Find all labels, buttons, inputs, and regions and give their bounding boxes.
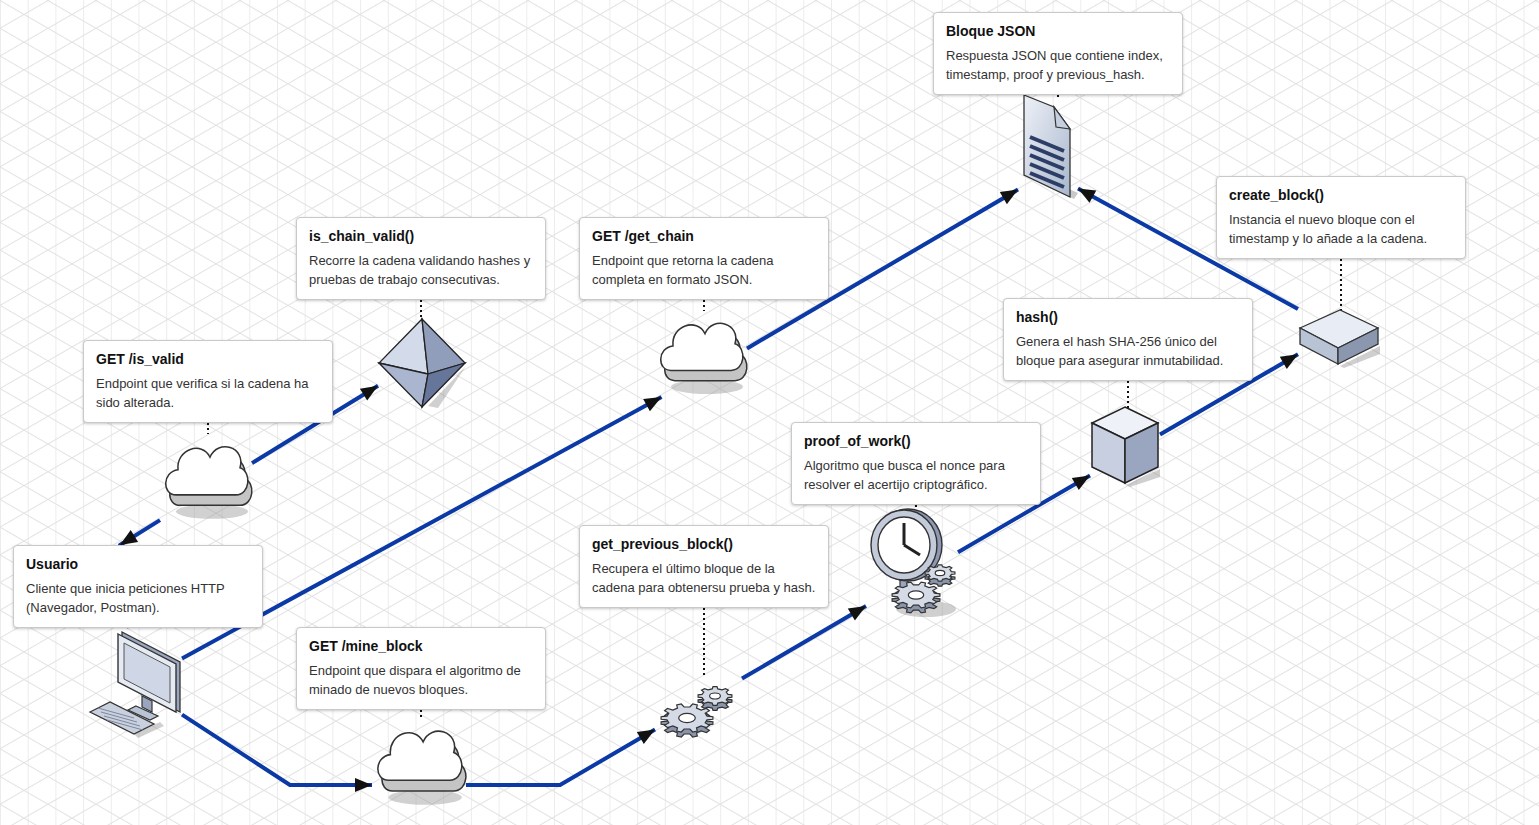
icon-node: get_previous_block()Recupera el último b… — [655, 672, 742, 742]
node-title: GET /mine_block — [309, 637, 535, 655]
node-title: is_chain_valid() — [309, 227, 535, 245]
node-title: GET /is_valid — [96, 350, 322, 368]
callout-box: GET /get_chainEndpoint que retorna la ca… — [579, 217, 829, 300]
gears-icon — [655, 672, 742, 742]
leader-line — [420, 710, 422, 718]
octahedron-icon — [378, 318, 466, 408]
connector-line — [466, 730, 655, 786]
callout-box: is_chain_valid() Recorre la cadena valida… — [296, 217, 546, 300]
icon-node: GET /mine_blockEndpoint que dispara el a… — [372, 712, 466, 808]
callout-box: Bloque JSON Respuesta JSON que contiene i… — [933, 12, 1183, 95]
arrow-head — [643, 397, 661, 411]
computer-icon — [88, 628, 182, 740]
node-title: get_previous_block() — [592, 535, 818, 553]
cloud-icon — [160, 428, 252, 522]
leader-line — [703, 608, 705, 678]
node-description: Respuesta JSON que contiene index, times… — [946, 46, 1172, 84]
leader-line — [1057, 95, 1059, 99]
cloud-icon — [655, 305, 747, 397]
node-description: Endpoint que retorna la cadena completa … — [592, 251, 818, 289]
connector — [742, 606, 866, 679]
arrow-head — [1072, 475, 1090, 490]
connector — [182, 715, 372, 792]
node-description: Instancia el nuevo bloque con el timesta… — [1229, 210, 1455, 248]
icon-node: GET /is_validEndpoint que verifica si la… — [160, 428, 252, 522]
callout-box: create_block() Instancia el nuevo bloque … — [1216, 176, 1466, 259]
node-description: Endpoint que verifica si la cadena ha si… — [96, 374, 322, 412]
arrow-head — [848, 606, 866, 621]
node-description: Algoritmo que busca el nonce para resolv… — [804, 456, 1030, 494]
node-description: Genera el hash SHA-256 único del bloque … — [1016, 332, 1242, 370]
clock-gears-icon — [866, 505, 958, 622]
node-title: Usuario — [26, 555, 252, 573]
leader-line — [703, 300, 705, 311]
icon-node: hash()Genera el hash SHA-256 único del b… — [1090, 405, 1160, 487]
cube-icon — [1090, 405, 1160, 487]
callout-box: GET /is_validEndpoint que verifica si la… — [83, 340, 333, 423]
leader-line — [207, 423, 209, 434]
icon-node: Bloque JSONRespuesta JSON que contiene i… — [1018, 93, 1078, 200]
block-slab-icon — [1298, 308, 1380, 368]
node-description: Recupera el último bloque de la cadena p… — [592, 559, 818, 597]
document-icon — [1018, 93, 1078, 200]
arrow-head — [360, 386, 378, 401]
connector-line — [742, 606, 866, 679]
node-title: create_block() — [1229, 186, 1455, 204]
icon-node: proof_of_work()Algoritmo que busca el no… — [866, 505, 958, 622]
callout-box: UsuarioCliente que inicia peticiones HTT… — [13, 545, 263, 628]
arrow-head — [355, 778, 372, 792]
icon-node: UsuarioCliente que inicia peticiones HTT… — [88, 628, 182, 740]
leader-line — [1127, 381, 1129, 411]
leader-line — [1340, 259, 1342, 314]
node-title: GET /get_chain — [592, 227, 818, 245]
icon-node: is_chain_valid()Recorre la cadena valida… — [378, 318, 466, 408]
node-title: proof_of_work() — [804, 432, 1030, 450]
callout-box: proof_of_work() Algoritmo que busca el no… — [791, 422, 1041, 505]
node-description: Endpoint que dispara el algoritmo de min… — [309, 661, 535, 699]
arrow-head — [1078, 188, 1096, 202]
node-title: Bloque JSON — [946, 22, 1172, 40]
arrow-head — [1280, 354, 1298, 369]
arrow-head — [120, 530, 138, 545]
callout-box: hash() Genera el hash SHA-256 único del b… — [1003, 298, 1253, 381]
cloud-icon — [372, 712, 466, 808]
node-description: Cliente que inicia peticiones HTTP (Nave… — [26, 579, 252, 617]
arrow-head — [637, 730, 655, 745]
connector-line — [182, 715, 372, 785]
node-description: Recorre la cadena validando hashes y pru… — [309, 251, 535, 289]
connector — [466, 730, 655, 786]
node-title: hash() — [1016, 308, 1242, 326]
arrow-head — [1000, 190, 1018, 205]
callout-box: get_previous_block() Recupera el último b… — [579, 525, 829, 608]
icon-node: GET /get_chainEndpoint que retorna la ca… — [655, 305, 747, 397]
callout-box: GET /mine_blockEndpoint que dispara el a… — [296, 627, 546, 710]
icon-node: create_block()Instancia el nuevo bloque … — [1298, 308, 1380, 368]
